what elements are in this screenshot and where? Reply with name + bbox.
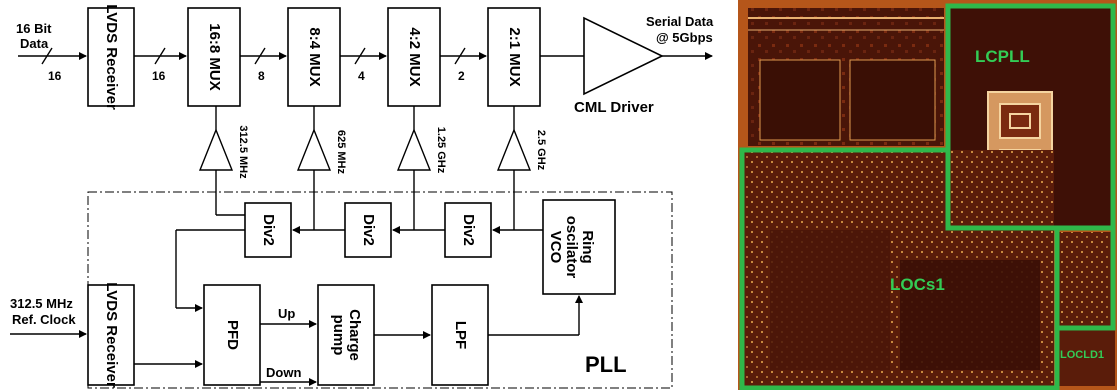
pfd-block — [203, 284, 261, 386]
lvds-receiver-ref-label: LVDS Receiver — [103, 282, 120, 388]
pll-label: PLL — [585, 352, 627, 377]
div2-block-2 — [344, 202, 392, 258]
serial-data-label-2: @ 5Gbps — [656, 30, 713, 45]
input-data-label-2: Data — [20, 36, 49, 51]
die-block-a — [759, 59, 841, 141]
ref-clock-label-2: Ref. Clock — [12, 312, 76, 327]
div2-label-2: Div2 — [360, 214, 377, 246]
clock-625-label: 625 MHz — [335, 130, 347, 175]
lvds-receiver-ref — [87, 284, 135, 386]
ref-clock-label-1: 312.5 MHz — [10, 296, 73, 311]
die-block-b — [849, 59, 936, 141]
mux-16-8 — [187, 7, 241, 107]
clock-312-label: 312.5 MHz — [237, 125, 249, 179]
ring-oscillator-vco — [542, 199, 616, 295]
die-photo: LCPLL LOCs1 LOCLD1 — [738, 0, 1117, 390]
lcpll-label: LCPLL — [975, 47, 1030, 66]
input-bus-width: 16 — [48, 69, 62, 83]
input-bus-slash — [41, 47, 53, 65]
ring-oscillator-label: RingoscilatorVCO — [547, 216, 596, 279]
mux-4-2 — [387, 7, 441, 107]
bus-16-label: 16 — [152, 69, 166, 83]
lpf-block — [431, 284, 489, 386]
up-label: Up — [278, 306, 295, 321]
bus-2-slash — [454, 47, 466, 65]
bus-16-slash — [154, 47, 166, 65]
charge-pump-label: Chargepump — [330, 309, 363, 361]
lpf-label: LPF — [452, 321, 469, 349]
die-region-locld1 — [1057, 330, 1115, 386]
bus-8-label: 8 — [258, 69, 265, 83]
cml-driver-triangle — [583, 16, 664, 96]
bus-2-label: 2 — [458, 69, 465, 83]
clock-buffer-1-25g — [396, 128, 432, 171]
clock-buffer-2-5g — [496, 128, 532, 171]
clock-2-5g-label: 2.5 GHz — [535, 130, 547, 171]
clock-buffer-625 — [296, 128, 332, 171]
mux-8-4-label: 8:4 MUX — [306, 27, 323, 86]
mux-2-1-label: 2:1 MUX — [506, 27, 523, 86]
clock-1-25g-label: 1.25 GHz — [435, 127, 447, 174]
bus-8-slash — [254, 47, 266, 65]
locld1-label: LOCLD1 — [1060, 349, 1104, 361]
mux-2-1 — [487, 7, 541, 107]
mux-16-8-label: 16:8 MUX — [206, 23, 223, 91]
charge-pump-block — [317, 284, 375, 386]
div2-label-3: Div2 — [460, 214, 477, 246]
pfd-label: PFD — [224, 320, 241, 350]
bus-4-label: 4 — [358, 69, 365, 83]
die-region-right — [1057, 232, 1115, 326]
input-data-label-1: 16 Bit — [16, 21, 52, 36]
lvds-receiver-tx — [87, 7, 135, 107]
div2-block-3 — [444, 202, 492, 258]
serial-data-label-1: Serial Data — [646, 14, 714, 29]
locs1-label: LOCs1 — [890, 275, 945, 294]
lvds-receiver-tx-label: LVDS Receiver — [103, 4, 120, 110]
mux-4-2-label: 4:2 MUX — [406, 27, 423, 86]
clock-buffer-312 — [198, 128, 234, 171]
div2-label-1: Div2 — [260, 214, 277, 246]
cml-driver-label: CML Driver — [574, 99, 654, 116]
down-label: Down — [266, 365, 301, 380]
bus-4-slash — [354, 47, 366, 65]
